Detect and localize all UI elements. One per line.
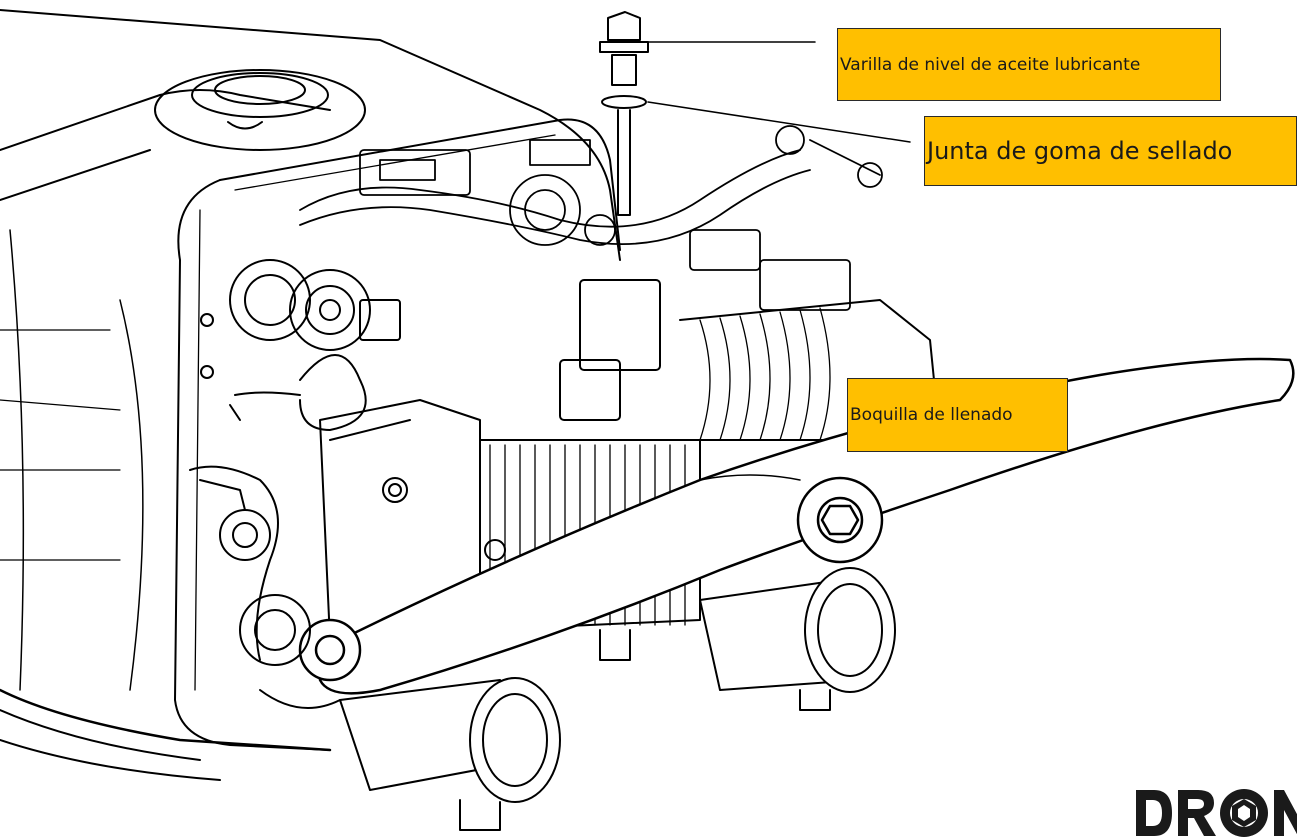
lower-left-parts bbox=[189, 465, 341, 709]
top-round-cap bbox=[154, 69, 366, 151]
callout-dipstick-label: Varilla de nivel de aceite lubricante bbox=[837, 28, 1221, 101]
left-pulleys bbox=[200, 259, 401, 431]
upper-wiring bbox=[299, 125, 883, 311]
brand-logo-mark bbox=[1136, 789, 1297, 837]
dipstick bbox=[599, 11, 911, 216]
mufflers bbox=[339, 567, 896, 831]
brand-logo bbox=[1132, 780, 1297, 840]
front-panel bbox=[174, 118, 621, 751]
callout-gasket-label: Junta de goma de sellado bbox=[924, 116, 1297, 186]
callout-nozzle-label: Boquilla de llenado bbox=[847, 378, 1068, 452]
